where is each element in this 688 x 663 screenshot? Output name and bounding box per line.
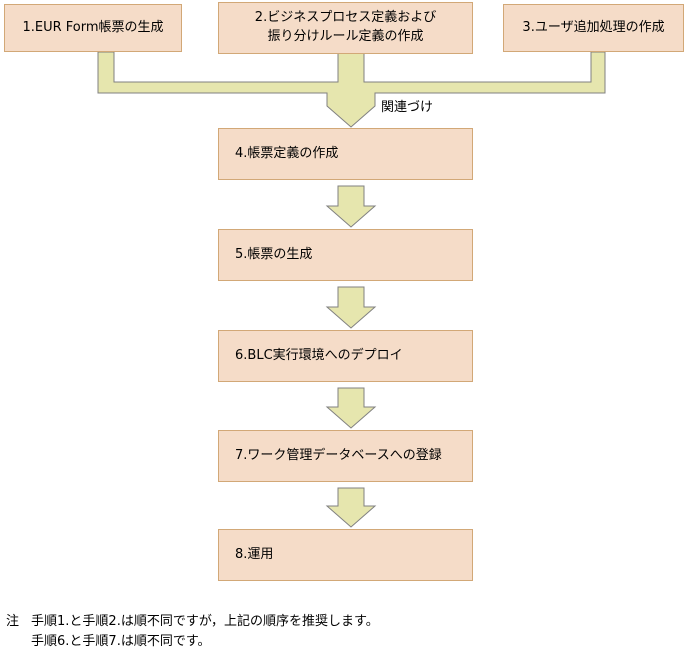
merge-connector-shape [97,51,606,128]
process-node-2[interactable]: 2.ビジネスプロセス定義および 振り分けルール定義の作成 [218,2,473,54]
process-node-4[interactable]: 4.帳票定義の作成 [218,128,473,180]
arrow-5-to-6 [325,286,377,329]
process-node-6[interactable]: 6.BLC実行環境へのデプロイ [218,330,473,382]
footnote: 注 手順1.と手順2.は順不同ですが，上記の順序を推奨します。 手順6.と手順7… [6,612,379,652]
merge-connector-label: 関連づけ [381,100,434,115]
process-node-7[interactable]: 7.ワーク管理データベースへの登録 [218,430,473,482]
process-node-3[interactable]: 3.ユーザ追加処理の作成 [503,4,684,52]
process-node-5[interactable]: 5.帳票の生成 [218,229,473,281]
footnote-marker: 注 [6,614,20,629]
arrow-7-to-8 [325,487,377,528]
arrow-4-to-5 [325,185,377,228]
process-node-1[interactable]: 1.EUR Form帳票の生成 [4,4,182,52]
arrow-6-to-7 [325,387,377,429]
process-node-8[interactable]: 8.運用 [218,529,473,581]
footnote-line-1: 手順1.と手順2.は順不同ですが，上記の順序を推奨します。 [31,614,379,629]
footnote-line-2: 手順6.と手順7.は順不同です。 [31,634,211,650]
footnote-text: 手順1.と手順2.は順不同ですが，上記の順序を推奨します。 手順6.と手順7.は… [31,612,379,652]
